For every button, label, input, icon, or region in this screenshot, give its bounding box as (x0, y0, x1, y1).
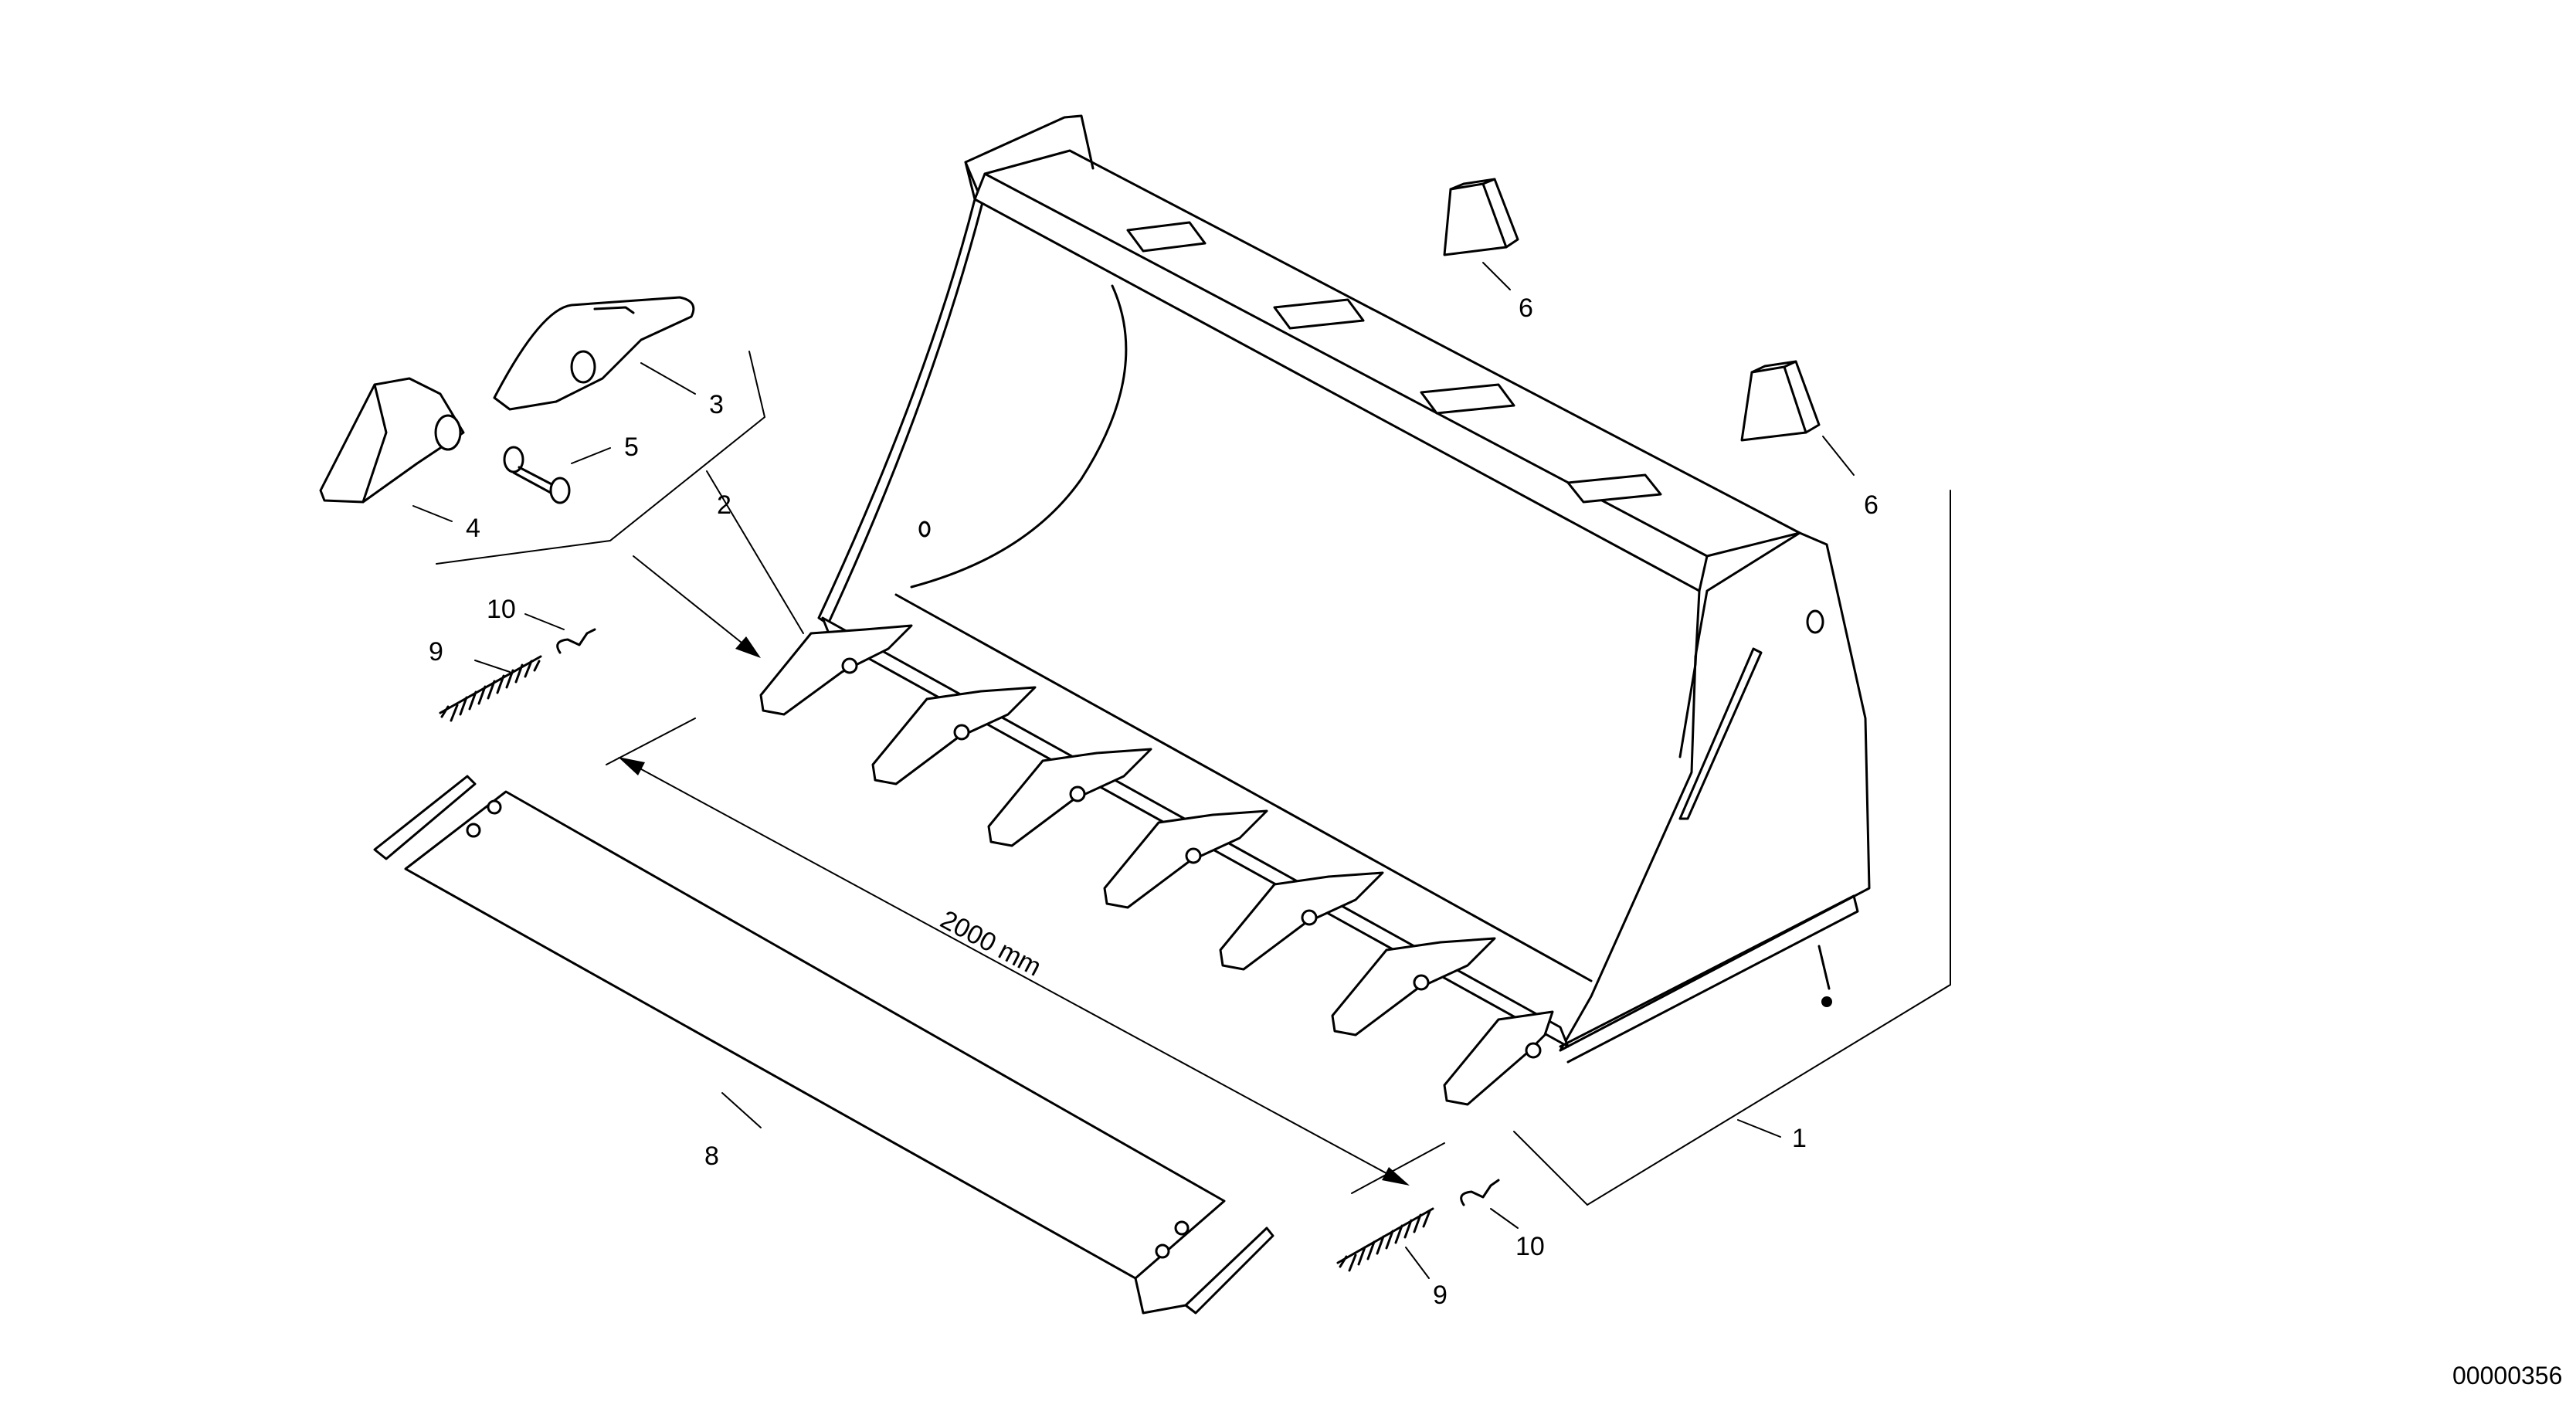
hole-marker (1821, 996, 1832, 1007)
callout-3: 3 (709, 390, 724, 419)
callout-10-left: 10 (487, 595, 516, 624)
assembly-bracket (1513, 490, 1951, 1206)
callout-6-lower: 6 (1864, 490, 1879, 520)
tooth-adapter (319, 377, 465, 522)
callout-2: 2 (717, 490, 731, 520)
width-dimension (606, 718, 1445, 1194)
tooth-tip (493, 296, 696, 411)
callout-9-left: 9 (429, 637, 443, 667)
callout-9-right: 9 (1433, 1281, 1448, 1310)
spring-left (439, 655, 542, 722)
width-dimension-label: 2000 mm (935, 905, 1046, 982)
tooth-pin (503, 446, 611, 504)
wear-pad-lower (1740, 360, 1855, 476)
group-bracket (436, 351, 766, 565)
callout-5: 5 (624, 433, 639, 462)
spring-right (1336, 1207, 1434, 1279)
drawing-number: 00000356 (2452, 1362, 2562, 1389)
clip-right (1460, 1179, 1519, 1229)
callout-6-upper: 6 (1519, 293, 1533, 323)
wear-plate (373, 775, 1274, 1315)
callout-10-right: 10 (1515, 1232, 1545, 1261)
bucket-teeth (759, 624, 1554, 1106)
assembly-arrow (633, 555, 761, 658)
wear-pad-upper (1443, 178, 1519, 290)
callout-4: 4 (466, 514, 480, 543)
callout-1: 1 (1792, 1124, 1807, 1153)
callout-8: 8 (704, 1142, 719, 1171)
clip-left (524, 613, 596, 654)
